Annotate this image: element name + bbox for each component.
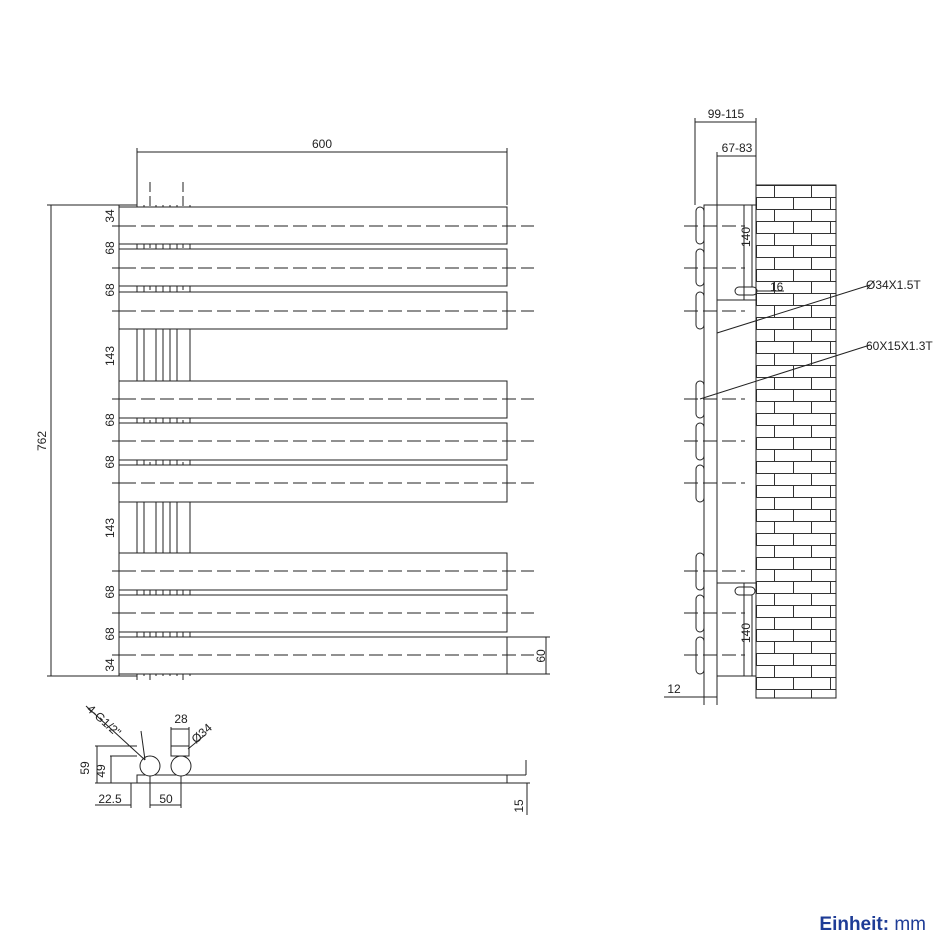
spacing-label-4: 143 [103,346,117,366]
radiator-side-profile [703,204,718,698]
edge-label: 12 [667,682,681,696]
bar-height-dimension [507,636,550,675]
top-bracket [734,286,758,296]
thickness-label: 15 [512,799,526,813]
spacing-label: 50 [159,792,173,806]
bottom-plate [136,774,508,784]
spacing-label-10: 34 [103,658,117,672]
total-depth-label: 99-115 [708,107,745,121]
spacing-label-2: 68 [103,241,117,255]
side-centerlines [684,225,745,656]
wall-depth-label: 67-83 [722,141,753,155]
width-label: 600 [312,137,332,151]
height-49-label: 49 [94,764,108,778]
spacing-label-9: 68 [103,627,117,641]
unit-label: Einheit: [819,914,890,935]
bottom-bracket-label: 140 [739,623,753,643]
spacing-label-6: 68 [103,455,117,469]
spacing-label-8: 68 [103,585,117,599]
thread-label: 4-G1/2" [84,702,124,740]
height-dimension [47,204,137,677]
pipe-connection-left [139,755,161,777]
bar-profiles [695,206,705,675]
pipe-spec-label: Ø34X1.5T [866,278,921,292]
brick-wall [755,184,837,699]
height-59-label: 59 [78,761,92,775]
spacing-label-5: 68 [103,413,117,427]
unit-note: Einheit: mm [819,914,926,936]
unit-value: mm [894,914,926,935]
bar-height-label: 60 [534,649,548,663]
pipe-width-label: 28 [174,712,188,726]
top-bracket-label: 140 [739,227,753,247]
side-view [664,118,871,705]
front-view [47,148,550,680]
pipe-diameter-label: Ø34 [189,720,215,746]
pipe-connection-right [170,755,192,777]
pipe-segments [136,328,191,554]
bottom-bracket [734,586,756,596]
side-view-labels: 99-115 67-83 140 16 Ø34X1.5T 60X15X1.3T … [667,107,933,696]
spacing-dimension [112,205,126,676]
height-label: 762 [35,431,49,451]
bar-centerlines [122,225,534,656]
bottom-view [85,705,530,815]
front-view-labels: 600 762 34 68 68 143 68 68 143 68 68 34 … [35,137,548,672]
spacing-label-1: 34 [103,209,117,223]
spacing-label-3: 68 [103,283,117,297]
spacing-label-7: 143 [103,518,117,538]
offset-label: 22.5 [98,792,122,806]
bracket-gap-label: 16 [770,280,784,294]
width-dimension [136,148,508,205]
pipe-width-marker [170,745,190,757]
bar-spec-label: 60X15X1.3T [866,339,933,353]
